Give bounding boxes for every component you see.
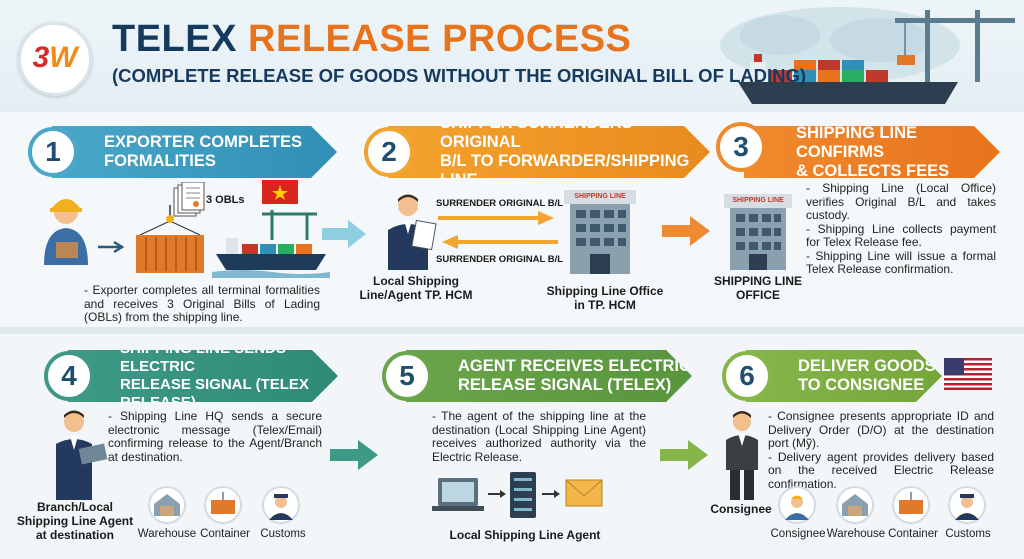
local-shipping-agent-label: Local Shipping Line Agent: [449, 528, 601, 542]
shipping-line-office-label: SHIPPING LINE OFFICE: [713, 274, 802, 302]
consignee-person-icon: [726, 411, 758, 500]
step-6-number: 6: [722, 351, 772, 401]
customs-officer-icon: [948, 486, 986, 524]
flow-arrow-2-3: [662, 216, 710, 246]
icon-label-consignee: Consignee: [770, 528, 826, 540]
step-4-number: 4: [44, 351, 94, 401]
step-6-desc-item: - Delivery agent provides delivery based…: [768, 449, 994, 491]
step-3-description: - Shipping Line (Local Office) verifies …: [806, 181, 996, 277]
worker-icon: [44, 199, 88, 265]
office-building-icon: [564, 190, 636, 274]
step-3-title-line2: & COLLECTS FEES: [796, 161, 950, 180]
header: [0, 0, 1024, 112]
step-3-title-line1: SHIPPING LINE CONFIRMS: [796, 123, 918, 161]
icon-label-container: Container: [200, 528, 250, 540]
consignee-icon: [778, 486, 816, 524]
data-transfer-illustration: [432, 472, 603, 518]
container-small-icon: [892, 486, 930, 524]
logo-letter: W: [49, 41, 78, 74]
step-1-number: 1: [28, 127, 78, 177]
world-map-illustration: [720, 7, 1015, 104]
step-3-number: 3: [716, 122, 766, 172]
branch-agent-label: Branch/Local Shipping Line Agent at dest…: [16, 500, 134, 542]
step-3-desc-item: - Shipping Line will issue a formal Tele…: [806, 248, 996, 276]
documents-icon: [173, 182, 205, 217]
step-5-title-line2: RELEASE SIGNAL (TELEX): [458, 376, 672, 394]
step-3-banner: SHIPPING LINE CONFIRMS& COLLECTS FEES: [744, 126, 1000, 178]
warehouse-icon: [148, 486, 186, 524]
step-6-title-line1: DELIVER GOODS: [798, 357, 936, 375]
step-6-title-line2: TO CONSIGNEE: [798, 376, 925, 394]
container-icon: [136, 205, 204, 273]
surrender-arrow-top-label: SURRENDER ORIGINAL B/L: [436, 198, 564, 209]
flow-arrow-1-2: [322, 220, 366, 248]
title-part2: RELEASE PROCESS: [248, 18, 632, 60]
step-6-description: - Consignee presents appropriate ID and …: [768, 409, 994, 491]
step-1-title-line2: FORMALITIES: [104, 152, 216, 170]
surrender-arrow-bottom-label: SURRENDER ORIGINAL B/L: [436, 254, 564, 265]
obl-count-label: 3 OBLs: [206, 194, 245, 206]
container-small-icon: [204, 486, 242, 524]
step-6-desc-item: - Consignee presents appropriate ID and …: [768, 409, 994, 450]
office-hcm-label: Shipping Line Office in TP. HCM: [546, 284, 664, 312]
arrow-right-icon: [438, 211, 554, 225]
office-building-icon: [724, 194, 792, 270]
icon-label-warehouse: Warehouse: [826, 528, 886, 540]
title-part1: TELEX: [112, 18, 237, 60]
step-1-title-line1: EXPORTER COMPLETES: [104, 133, 303, 151]
icon-label-customs: Customs: [945, 528, 991, 540]
step-3-desc-item: - Shipping Line (Local Office) verifies …: [806, 181, 996, 222]
icon-label-container: Container: [888, 528, 938, 540]
icon-label-warehouse: Warehouse: [137, 528, 197, 540]
step-2-number: 2: [364, 127, 414, 177]
usa-flag-icon: [944, 358, 992, 390]
step-5-number: 5: [382, 351, 432, 401]
local-agent-label: Local Shipping Line/Agent TP. HCM: [359, 274, 473, 302]
consignee-label: Consignee: [710, 502, 772, 516]
step-3-desc-item: - Shipping Line collects payment for Tel…: [806, 221, 996, 249]
arrow-right-icon: [98, 240, 125, 254]
businessman-laptop-icon: [56, 410, 108, 500]
company-logo: 3W: [18, 22, 92, 96]
warehouse-icon: [836, 486, 874, 524]
building-sign: SHIPPING LINE: [732, 197, 784, 204]
vietnam-flag-icon: [262, 180, 298, 204]
building-sign: SHIPPING LINE: [574, 193, 626, 200]
logo-number: 3: [32, 41, 50, 74]
customs-officer-icon: [262, 486, 300, 524]
step-5-description: - The agent of the shipping line at the …: [432, 409, 646, 464]
cargo-ship-icon: [212, 210, 330, 278]
row-separator: [0, 327, 1024, 334]
step-1-description: - Exporter completes all terminal formal…: [84, 283, 320, 324]
step-4-description: - Shipping Line HQ sends a secure electr…: [108, 409, 322, 464]
businessman-icon: [388, 194, 437, 270]
flow-arrow-4-5: [330, 440, 378, 470]
icon-label-customs: Customs: [260, 528, 306, 540]
flow-arrow-5-6: [660, 440, 708, 470]
page-title: TELEX RELEASE PROCESS: [112, 18, 631, 61]
arrow-left-icon: [442, 235, 558, 249]
step-5-title-line1: AGENT RECEIVES ELECTRIC: [458, 357, 691, 375]
page-subtitle: (COMPLETE RELEASE OF GOODS WITHOUT THE O…: [112, 65, 807, 86]
